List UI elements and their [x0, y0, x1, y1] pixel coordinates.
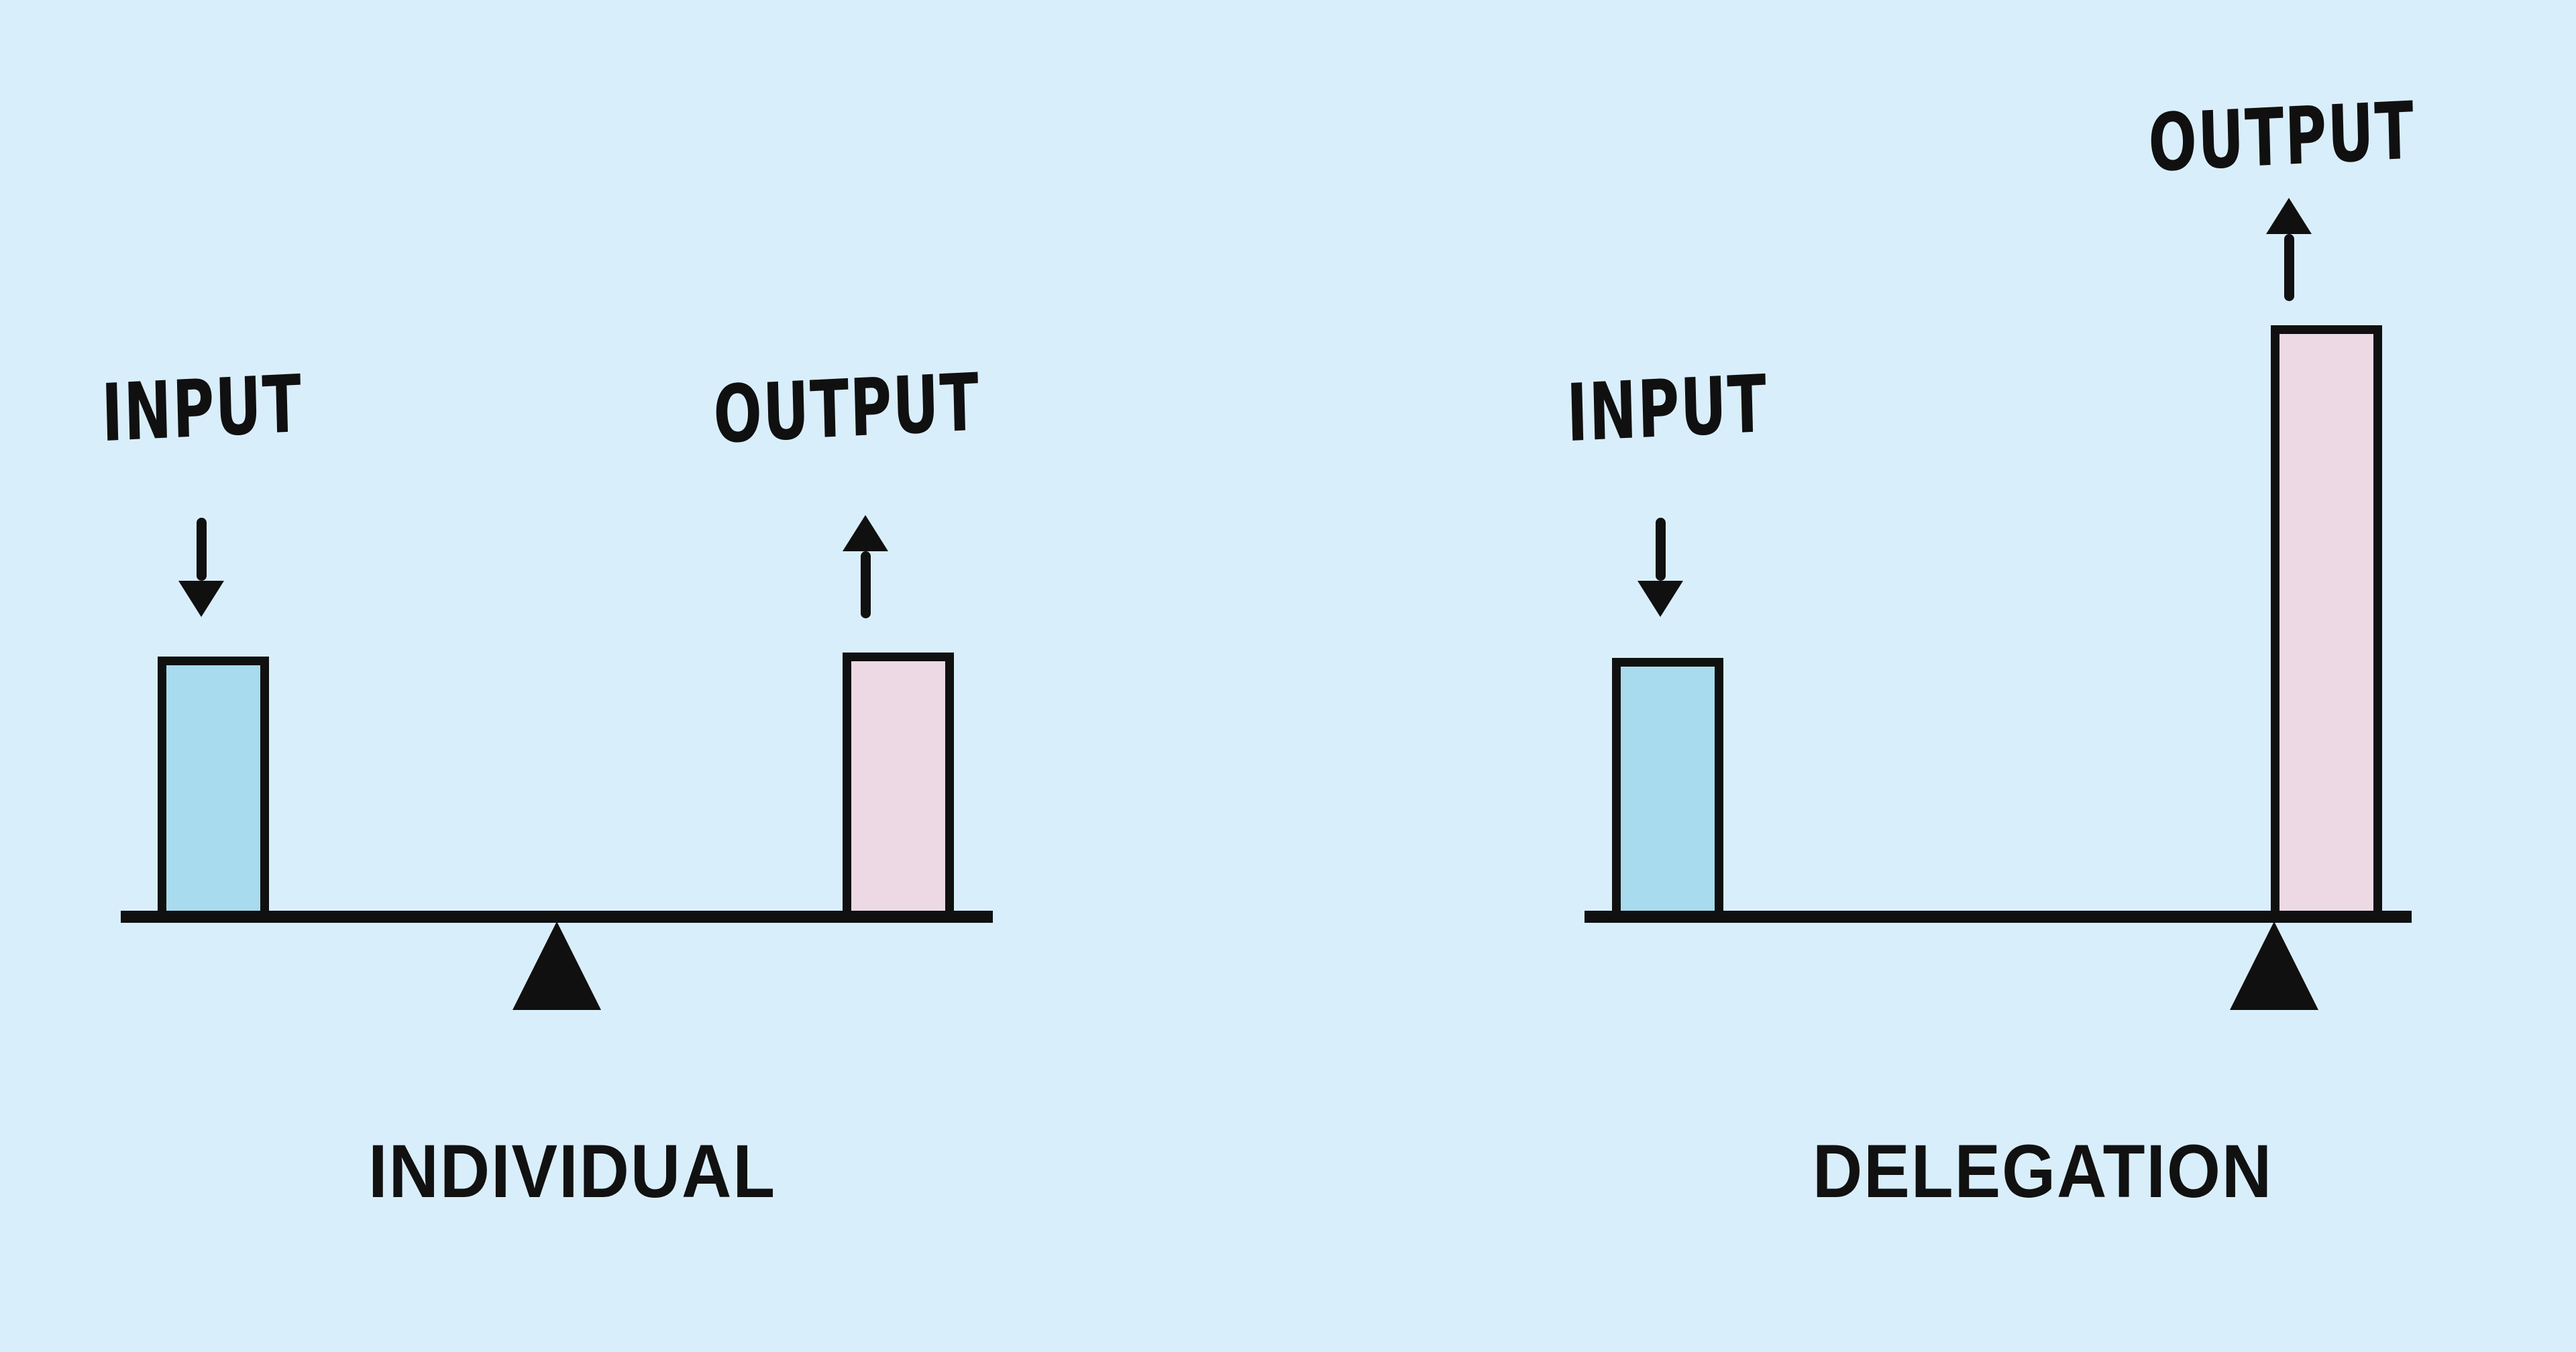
- individual-output-bar: [843, 653, 954, 919]
- delegation-output-bar: [2271, 325, 2382, 919]
- arrow-head: [2266, 198, 2312, 234]
- individual-fulcrum-triangle: [513, 921, 601, 1010]
- down-arrow-icon: [177, 518, 225, 617]
- up-arrow-icon: [841, 515, 890, 618]
- individual-caption: INDIVIDUAL: [368, 1129, 777, 1213]
- arrow-shaft: [196, 518, 207, 581]
- delegation-output-label: OUTPUT: [2147, 84, 2416, 190]
- arrow-shaft: [2284, 234, 2294, 301]
- delegation-input-bar: [1612, 658, 1723, 919]
- delegation-caption: DELEGATION: [1812, 1129, 2273, 1213]
- delegation-seesaw-beam: [1585, 911, 2412, 923]
- individual-output-label: OUTPUT: [712, 355, 981, 461]
- delegation-fulcrum-triangle: [2230, 921, 2318, 1010]
- delegation-input-label: INPUT: [1565, 357, 1769, 460]
- individual-input-label: INPUT: [100, 357, 304, 460]
- up-arrow-icon: [2265, 198, 2313, 301]
- arrow-head: [843, 515, 888, 551]
- arrow-shaft: [1655, 518, 1666, 581]
- arrow-shaft: [860, 551, 871, 618]
- individual-input-bar: [158, 657, 269, 919]
- arrow-head: [1638, 581, 1683, 617]
- down-arrow-icon: [1636, 518, 1684, 617]
- arrow-head: [178, 581, 224, 617]
- individual-seesaw-beam: [121, 911, 993, 923]
